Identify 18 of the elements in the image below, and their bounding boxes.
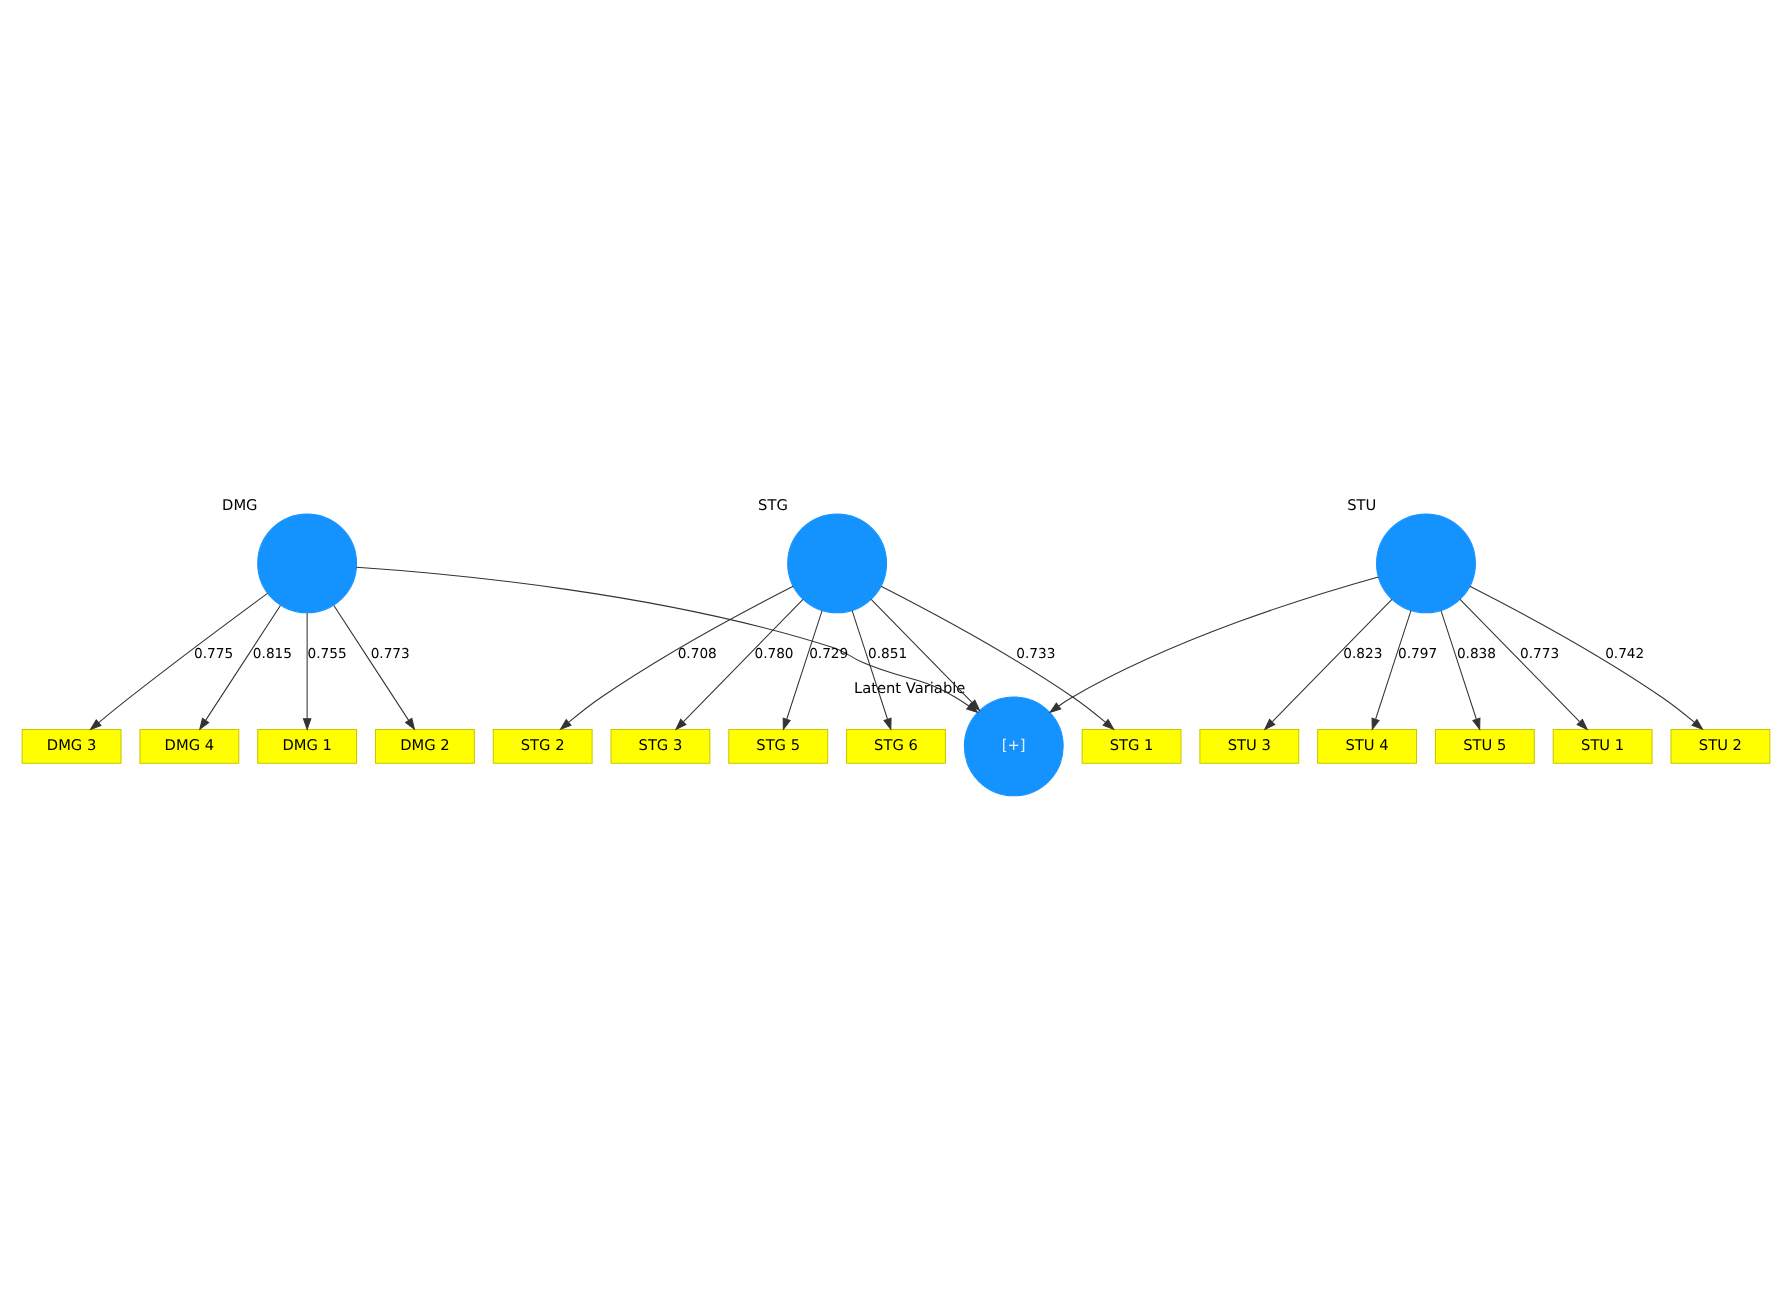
arrow (198, 603, 281, 730)
arrow (1440, 609, 1481, 730)
arrow (333, 603, 416, 730)
arrow (674, 597, 804, 730)
node-circle (787, 512, 888, 613)
arrow (1263, 597, 1393, 730)
arrow (89, 591, 268, 730)
arrow (782, 609, 823, 730)
arrow (880, 584, 1115, 730)
arrow (559, 584, 794, 730)
node-circle (257, 512, 358, 613)
arrow (1469, 584, 1704, 730)
node-circle (1376, 512, 1476, 613)
arrow (1459, 597, 1589, 730)
arrow (1048, 575, 1379, 713)
arrow (1371, 609, 1412, 730)
arrow (851, 609, 892, 730)
arrow (302, 611, 312, 730)
